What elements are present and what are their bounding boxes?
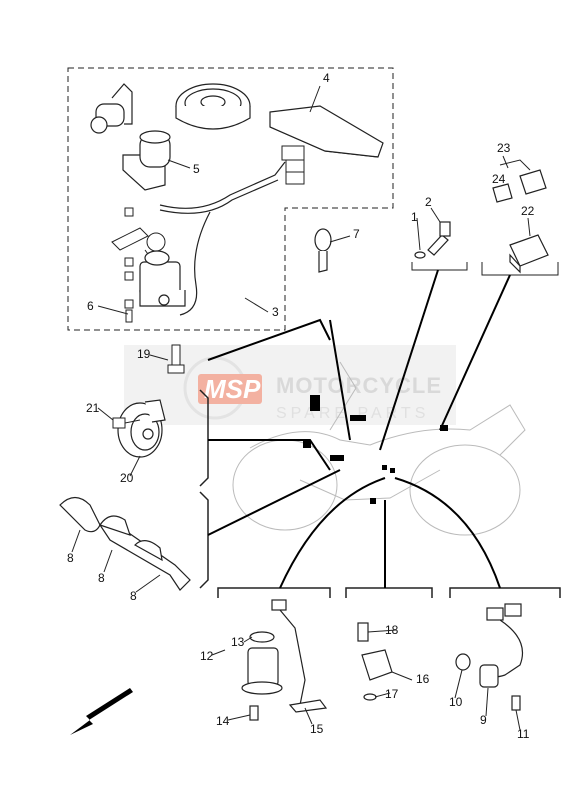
callout-11: 11 [517, 727, 530, 741]
neutral-switch-assembly [455, 603, 524, 711]
ecu-unit [269, 105, 384, 158]
callout-2: 2 [425, 195, 432, 209]
callout-8c: 8 [130, 589, 137, 603]
callout-8a: 8 [67, 551, 74, 565]
callout-1: 1 [411, 210, 418, 224]
sensor-bracket [411, 262, 468, 271]
rubber-boots [59, 496, 191, 591]
main-switch [122, 130, 171, 191]
callout-17: 17 [385, 687, 399, 701]
callout-4: 4 [323, 71, 330, 85]
seat-lock [90, 83, 133, 134]
relay-connector [492, 169, 547, 203]
callout-7: 7 [353, 227, 360, 241]
callout-3: 3 [272, 305, 279, 319]
front-arrow-icon [70, 688, 133, 735]
callout-14: 14 [216, 714, 230, 728]
callout-8b: 8 [98, 571, 105, 585]
callout-22: 22 [521, 204, 535, 218]
watermark-logo: MSP [204, 374, 261, 404]
callout-19: 19 [137, 347, 151, 361]
leader-lines [207, 269, 511, 589]
horn [117, 399, 166, 458]
handle-lock-body [139, 250, 186, 307]
callout-10: 10 [449, 695, 463, 709]
callout-15: 15 [310, 722, 324, 736]
callout-leaders [71, 85, 531, 731]
callout-16: 16 [416, 672, 430, 686]
fuel-sender-assembly [241, 599, 328, 721]
sensor-with-oring [414, 221, 451, 259]
relay-bracket [481, 262, 559, 276]
on-bike-parts [303, 395, 448, 504]
spare-key [314, 228, 332, 273]
spacers [124, 207, 134, 323]
callout-21: 21 [86, 401, 100, 415]
callout-5: 5 [193, 162, 200, 176]
fuel-tank-cap [175, 83, 251, 130]
callout-23: 23 [497, 141, 511, 155]
watermark-title: MOTORCYCLE [276, 373, 442, 398]
bracket-lines [199, 389, 561, 598]
ignition-group-boundary [67, 67, 394, 331]
horn-bolt-19 [167, 344, 185, 374]
callout-labels: 1 2 3 4 5 6 7 8 8 8 9 10 11 12 13 14 15 … [67, 71, 535, 741]
connector-pair-bracket [499, 159, 531, 171]
callout-13: 13 [231, 635, 245, 649]
callout-6: 6 [87, 299, 94, 313]
harness-connectors [281, 145, 305, 185]
horn-bolt [112, 417, 141, 429]
relay-unit [509, 234, 549, 274]
callout-24: 24 [492, 172, 506, 186]
callout-12: 12 [200, 649, 214, 663]
callout-9: 9 [480, 713, 487, 727]
ignition-wire-harness [159, 161, 286, 316]
